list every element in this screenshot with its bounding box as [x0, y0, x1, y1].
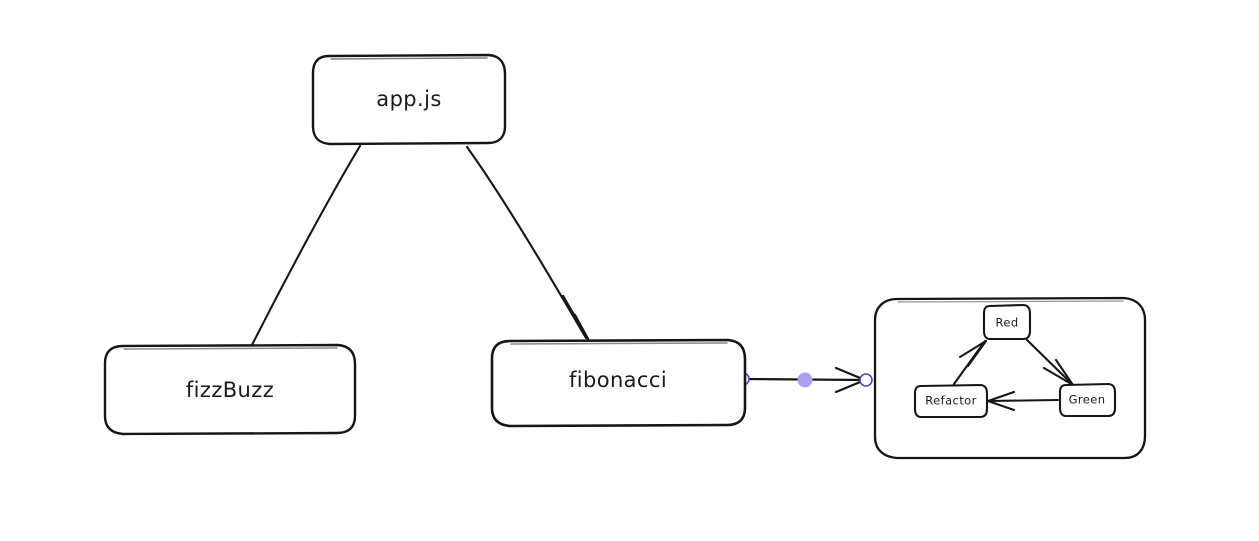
node-refactor[interactable]: Refactor [913, 383, 989, 419]
edge-fibonacci-tdd-group[interactable] [736, 366, 873, 394]
edge-refactor-red[interactable] [952, 339, 988, 386]
node-fibonacci[interactable]: fibonacci [490, 338, 747, 428]
edge-target-handle[interactable] [859, 373, 873, 387]
node-fizzbuzz[interactable]: fizzBuzz [103, 343, 357, 436]
edge-midpoint-handle[interactable] [797, 372, 813, 388]
node-label-fibonacci: fibonacci [569, 368, 667, 392]
node-red[interactable]: Red [982, 303, 1032, 341]
node-label-red: Red [995, 316, 1018, 330]
edge-appjs-fibonacci[interactable] [465, 145, 590, 341]
node-green[interactable]: Green [1058, 382, 1117, 418]
node-label-green: Green [1069, 393, 1106, 407]
edge-red-green[interactable] [1025, 338, 1075, 387]
edge-green-refactor[interactable] [986, 390, 1060, 412]
node-label-fizzbuzz: fizzBuzz [186, 378, 274, 402]
tdd-cycle-group[interactable]: Red Green Refactor [873, 296, 1147, 460]
node-app-js[interactable]: app.js [311, 53, 507, 146]
node-label-app-js: app.js [376, 87, 441, 111]
node-label-refactor: Refactor [925, 394, 976, 408]
edge-appjs-fizzbuzz[interactable] [250, 144, 362, 347]
